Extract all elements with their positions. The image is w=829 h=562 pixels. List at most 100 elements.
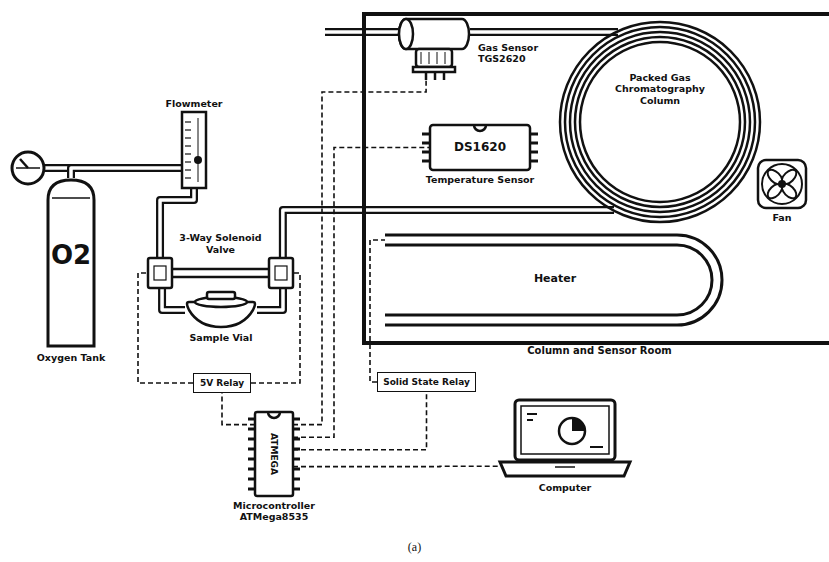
gc-column: Packed Gas Chromatography Column <box>560 22 760 222</box>
signal-wire <box>293 466 500 467</box>
sensor-room: Column and Sensor RoomGas Sensor TGS2620… <box>362 12 829 345</box>
gas-tube <box>470 28 560 36</box>
relay-box: 5V Relay <box>193 373 251 393</box>
gas-tube <box>71 168 182 178</box>
part-label: Computer <box>500 482 630 493</box>
gas-tube <box>162 288 185 310</box>
gas-tube <box>162 288 185 310</box>
signal-wire <box>222 393 255 425</box>
signal-wire <box>370 240 385 382</box>
fan-drawing <box>762 164 802 204</box>
flowmeter-drawing <box>185 137 191 138</box>
part-label: Fan <box>758 212 806 223</box>
solenoid-valve-drawing <box>154 266 166 280</box>
gas-tube <box>71 168 182 178</box>
gas-sensor-drawing <box>398 18 470 80</box>
laptop: Computer <box>500 400 630 478</box>
gas-tube <box>160 188 194 258</box>
flowmeter-drawing <box>185 153 191 154</box>
microcontroller-chip: ATMEGAMicrocontroller ATMega8535 <box>255 412 293 496</box>
fan: Fan <box>758 160 806 208</box>
part-label: Oxygen Tank <box>26 352 116 363</box>
signal-wire <box>293 392 427 450</box>
solenoid-valve-drawing <box>275 266 287 280</box>
solenoid-valve-drawing <box>269 258 293 288</box>
gc-column-drawing <box>575 37 745 207</box>
gas-tube <box>71 168 182 178</box>
gas-sensor-drawing <box>443 72 446 80</box>
gas-sensor-drawing <box>416 49 452 67</box>
part-label: Packed Gas Chromatography Column <box>600 72 720 106</box>
laptop-drawing <box>590 446 603 448</box>
solenoid-valve-drawing <box>148 258 172 288</box>
figure-label: (a) <box>400 540 429 554</box>
signal-wire <box>138 273 193 383</box>
flowmeter-drawing <box>185 145 191 146</box>
flowmeter-drawing <box>185 177 191 178</box>
relay-label: 5V Relay <box>200 378 244 389</box>
solenoid-valve: 3-Way Solenoid Valve <box>148 258 293 288</box>
gc-column-drawing <box>560 208 614 212</box>
laptop-drawing <box>559 418 585 444</box>
flowmeter-drawing <box>194 156 202 164</box>
signal-wire <box>222 393 255 425</box>
heater: Heater <box>385 232 725 328</box>
pressure-gauge <box>12 152 44 184</box>
vial-return-pipe <box>257 288 283 310</box>
gauge-pipe <box>44 166 71 170</box>
temperature-sensor: DS1620Temperature Sensor <box>430 125 530 170</box>
gc-column-drawing <box>560 22 760 222</box>
sample-vial-drawing <box>207 292 235 299</box>
fan-drawing <box>758 160 806 208</box>
signal-wire <box>293 392 427 450</box>
gas-sensor-drawing <box>445 52 446 64</box>
gas-sensor-drawing <box>399 19 469 49</box>
gas-sensor-drawing <box>421 52 422 64</box>
laptop-drawing <box>527 413 537 415</box>
chip-marking: DS1620 <box>430 125 530 170</box>
solenoid-valve-drawing <box>172 268 269 271</box>
flowmeter-drawing <box>185 129 191 130</box>
part-label: Microcontroller ATMega8535 <box>219 500 329 523</box>
solenoid-valve-drawing <box>148 258 293 288</box>
flowmeter-drawing <box>198 118 199 182</box>
gc-column-drawing <box>580 42 740 202</box>
flowmeter-drawing <box>185 169 191 170</box>
part-label: Sample Vial <box>175 332 267 343</box>
flowmeter-drawing <box>182 112 206 188</box>
temperature-sensor-drawing <box>474 125 486 131</box>
microcontroller-chip-drawing <box>255 412 293 496</box>
laptop-drawing <box>500 462 630 476</box>
sample-vial: Sample Vial <box>185 292 257 328</box>
relay-box: Solid State Relay <box>377 372 476 392</box>
fan-drawing <box>778 180 786 188</box>
gas-sensor-drawing <box>434 72 437 80</box>
temperature-sensor-drawing <box>430 125 530 170</box>
laptop-drawing <box>555 466 575 468</box>
part-label: Temperature Sensor <box>420 174 540 185</box>
oxygen-tank-drawing <box>52 197 90 199</box>
flowmeter-drawing <box>182 112 206 188</box>
sample-vial-drawing <box>185 292 257 328</box>
signal-wire <box>370 240 385 382</box>
gas-sensor-drawing <box>429 52 430 64</box>
gas-sensor-drawing <box>399 19 413 49</box>
part-label: 3-Way Solenoid Valve <box>172 232 269 255</box>
gas-tube <box>162 288 185 310</box>
flowmeter: Flowmeter <box>182 112 206 188</box>
part-label: Flowmeter <box>152 98 236 109</box>
tank-marking: O2 <box>46 240 96 270</box>
part-label: Heater <box>385 272 725 285</box>
flowmeter-drawing <box>185 161 191 162</box>
laptop-drawing <box>515 400 615 460</box>
gauge-mark <box>16 167 40 169</box>
gas-sensor: Gas Sensor TGS2620 <box>398 18 470 80</box>
gas-tube <box>470 32 560 33</box>
signal-wire <box>293 465 500 467</box>
part-label: Gas Sensor TGS2620 <box>478 42 550 65</box>
relay-wire <box>251 273 300 383</box>
vial-return-pipe <box>257 288 283 310</box>
solenoid-valve-drawing <box>172 276 269 279</box>
microcontroller-chip-drawing <box>268 412 280 418</box>
